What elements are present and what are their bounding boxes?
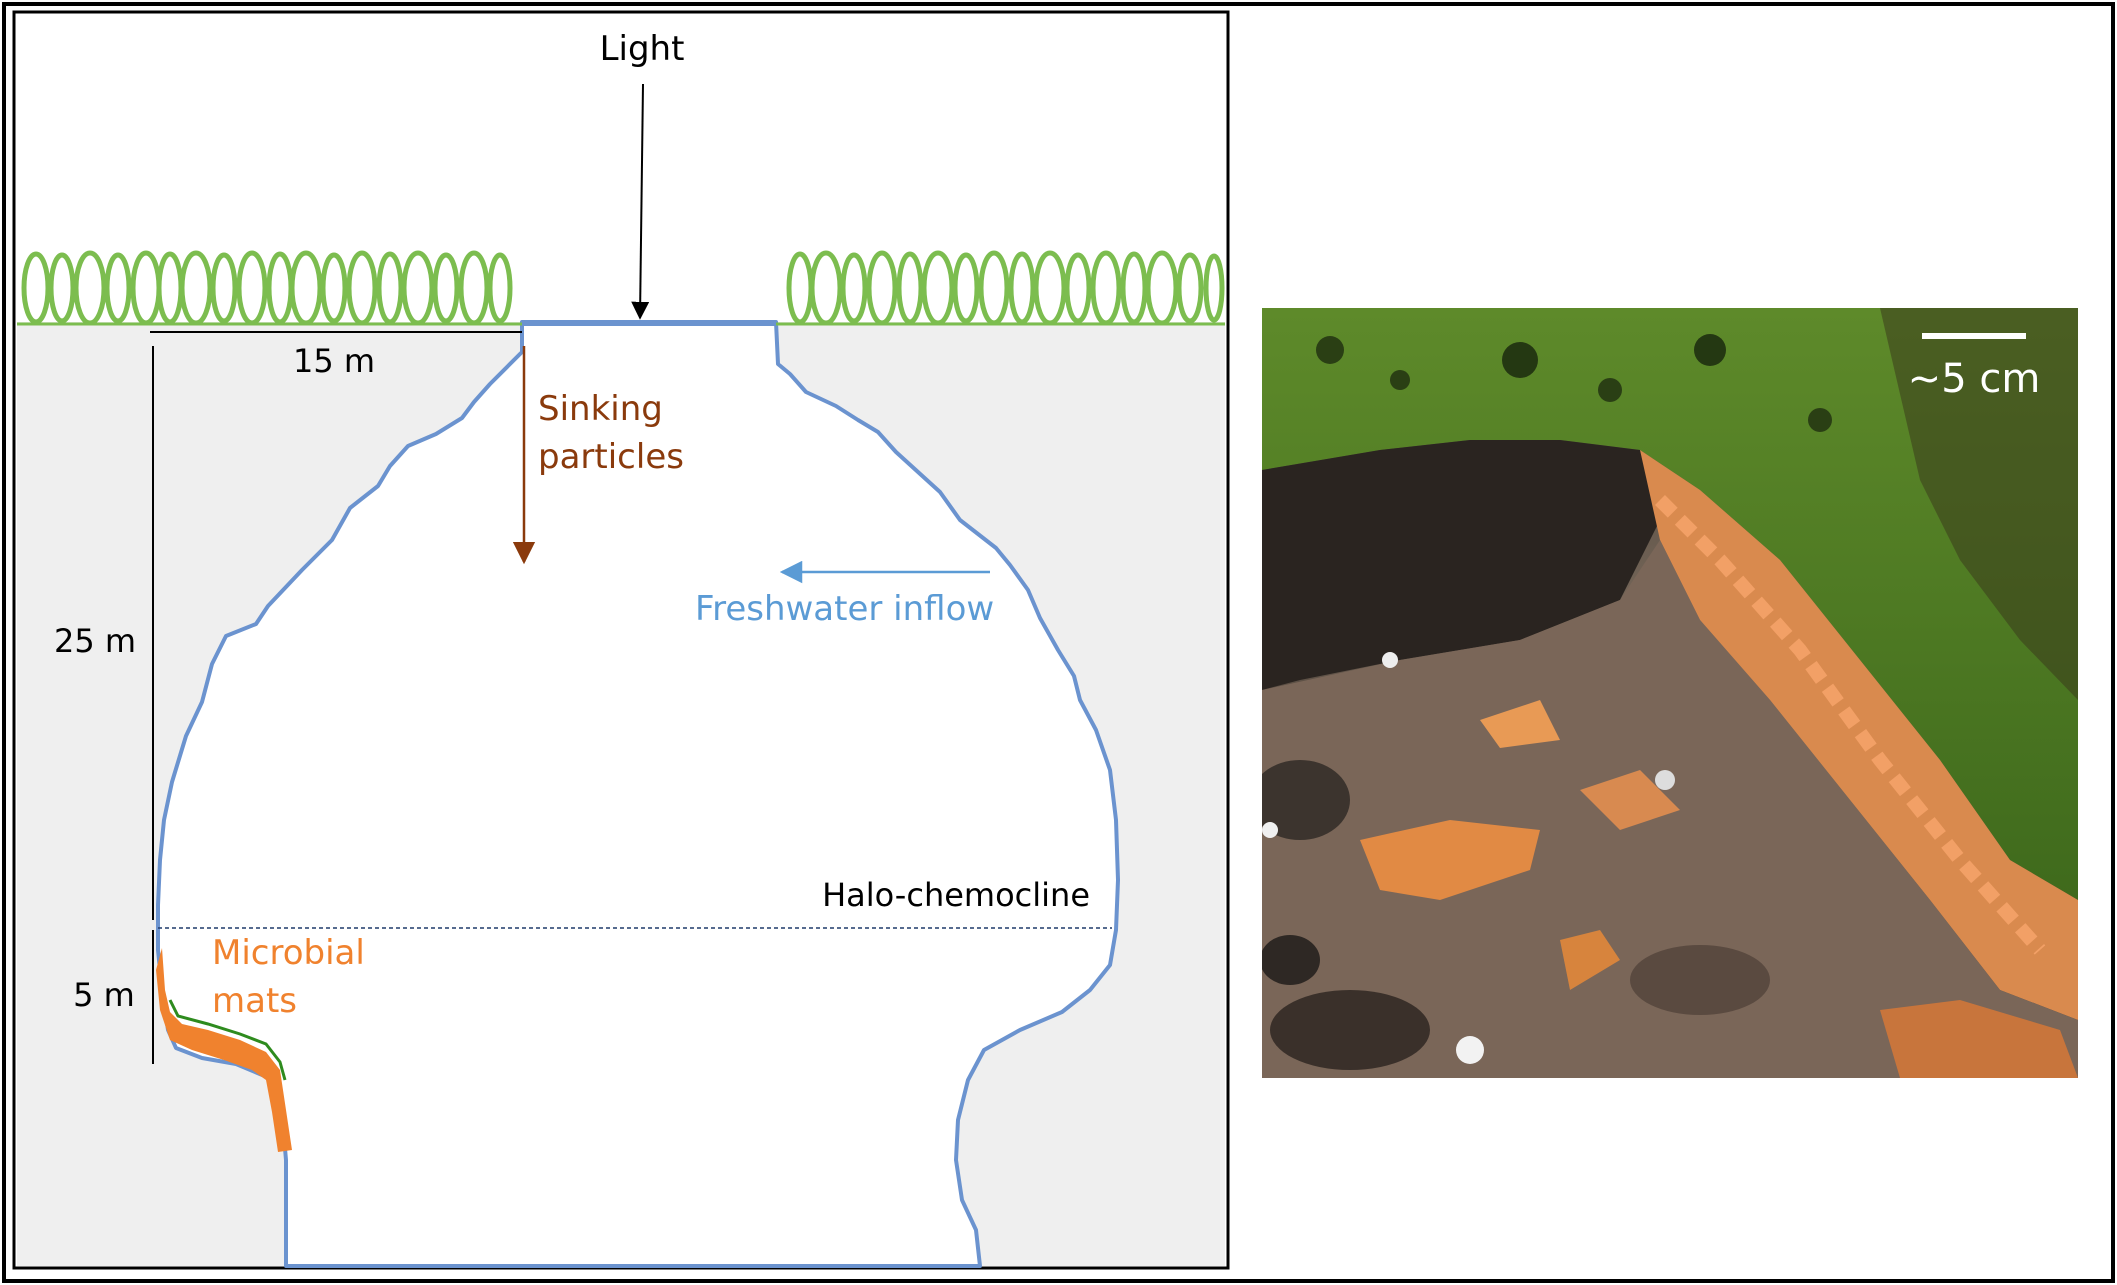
microbial-mats-band [156,948,292,1152]
microbial-mats-green-edge [168,999,287,1081]
sinkhole-diagram: Light 15 m 25 m Sinking particles Freshw… [17,29,1225,1268]
sinking-label-line2: particles [538,437,684,477]
microbial-mat-photo [1262,308,2078,1078]
mats-depth-label: 5 m [73,976,135,1014]
mats-label-line1: Microbial [212,933,365,973]
sinkhole-outline [156,320,1120,1268]
sinking-label-line1: Sinking [538,389,663,429]
scale-label: ~5 cm [1908,356,2041,402]
light-arrow [631,83,650,320]
width-label: 15 m [293,342,375,380]
mats-label-line2: mats [212,981,297,1021]
freshwater-inflow-label: Freshwater inflow [695,589,994,629]
light-label: Light [600,29,685,69]
depth-label: 25 m [54,622,136,660]
halocline-label: Halo-chemocline [822,876,1090,914]
